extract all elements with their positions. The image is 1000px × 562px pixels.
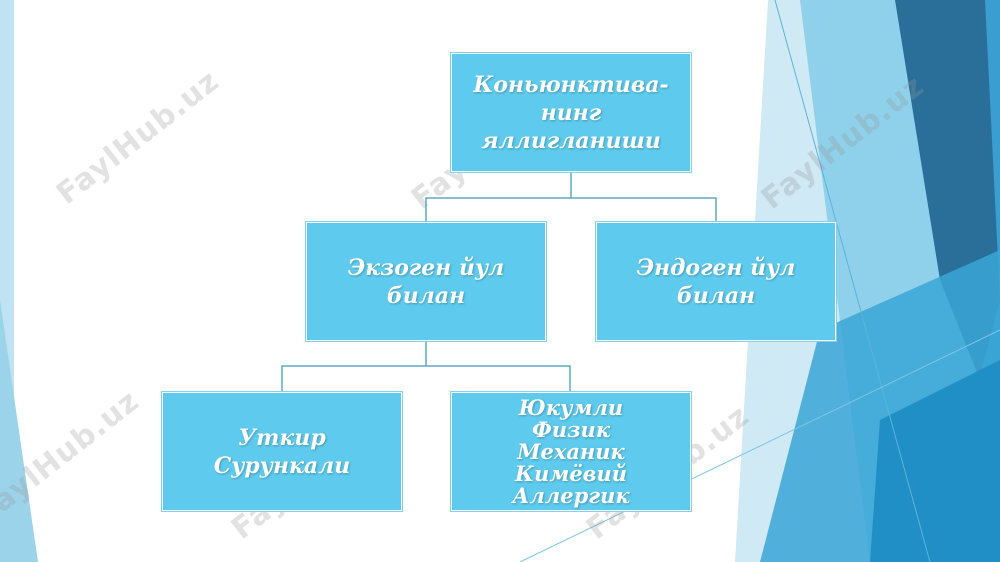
node-acute-chronic-line: Сурункали <box>213 452 351 479</box>
node-acute-chronic: Уткир Сурункали <box>162 392 402 511</box>
node-exogenous-line: Экзоген йул <box>347 254 505 281</box>
node-root-line: яллигланиши <box>481 127 661 154</box>
connector-branches <box>425 197 717 222</box>
node-causes-line: Аллергик <box>512 482 630 508</box>
node-causes-line: Механик <box>517 438 625 464</box>
connector-leaves <box>281 365 571 392</box>
node-causes-line: Кимёвий <box>514 460 628 486</box>
node-exogenous: Экзоген йул билан <box>306 222 546 341</box>
node-acute-chronic-line: Уткир <box>238 424 326 451</box>
node-causes: Юкумли Физик Механик Кимёвий Аллергик <box>451 392 691 511</box>
node-endogenous-line: билан <box>676 282 756 309</box>
node-root-line: нинг <box>540 99 602 126</box>
node-endogenous: Эндоген йул билан <box>596 222 836 341</box>
node-root: Коньюнктива- нинг яллигланиши <box>451 53 691 172</box>
node-root-line: Коньюнктива- <box>473 71 669 98</box>
node-endogenous-line: Эндоген йул <box>636 254 796 281</box>
node-causes-line: Юкумли <box>518 394 624 420</box>
node-causes-line: Физик <box>531 416 611 442</box>
node-exogenous-line: билан <box>386 282 466 309</box>
